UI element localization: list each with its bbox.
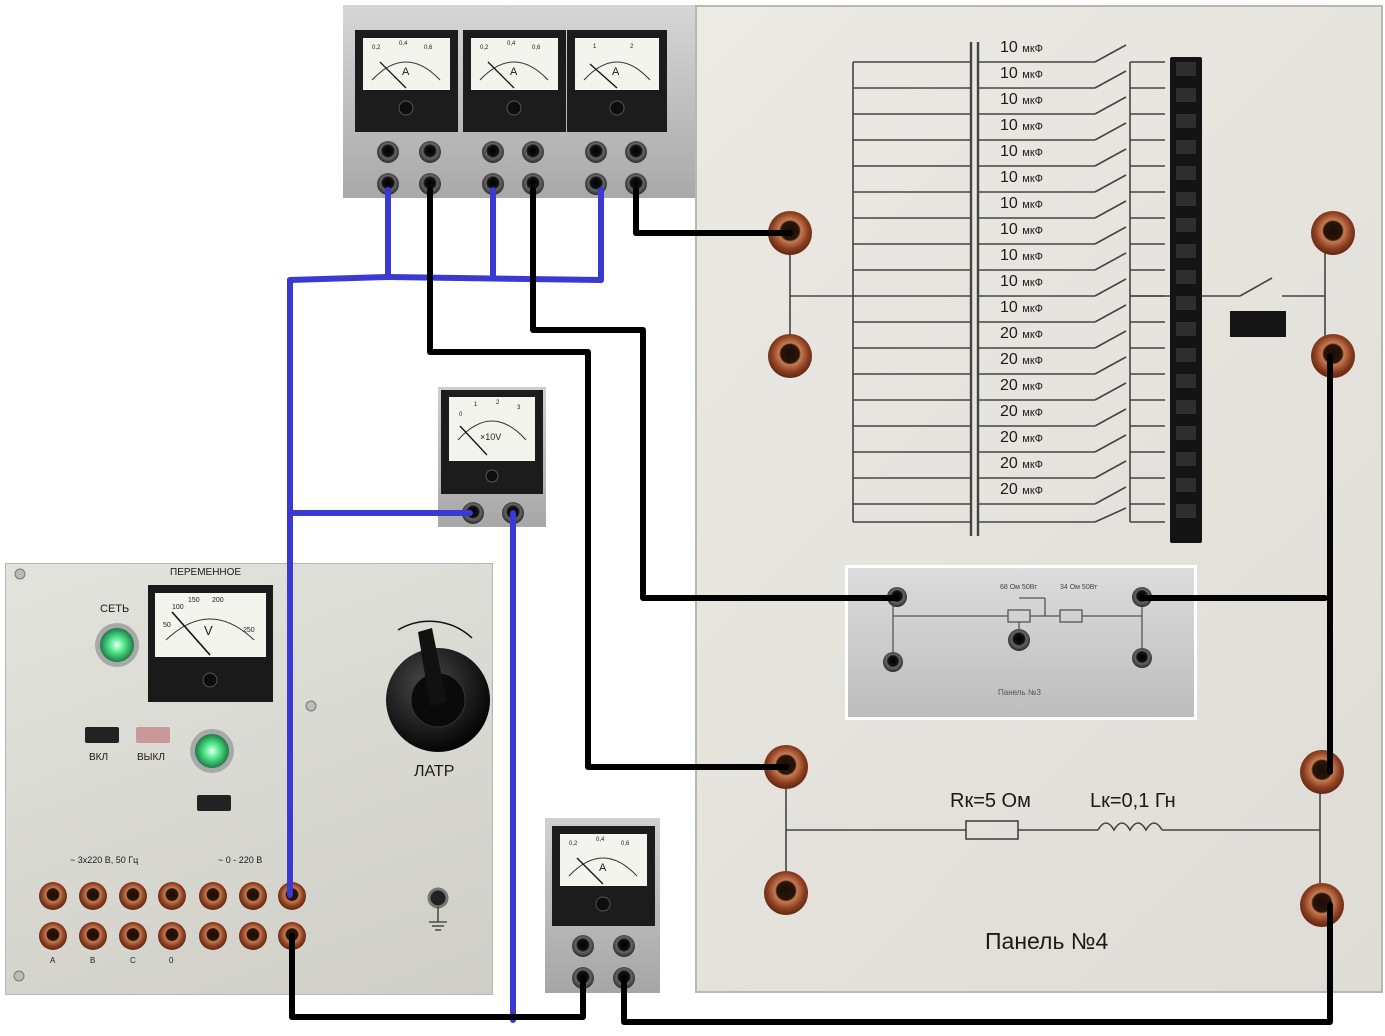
voltmeter-scale-2: 2 xyxy=(496,400,500,406)
off-button-label: ВЫКЛ xyxy=(137,752,165,763)
capacitor-label: 10 мкФ xyxy=(1000,195,1043,212)
ammeter-1-unit: А xyxy=(402,66,410,78)
supply-scale-250: 250 xyxy=(243,627,255,634)
bottom-ammeter-unit: А xyxy=(599,862,607,874)
supply-voltmeter xyxy=(148,585,273,702)
capacitor-toggle-strip xyxy=(1170,57,1202,543)
network-lamp xyxy=(100,628,134,662)
ammeter-3-unit: А xyxy=(612,66,620,78)
inductor-lk-label: Lк=0,1 Гн xyxy=(1090,790,1176,812)
three-phase-label: ~ 3х220 В, 50 Гц xyxy=(70,855,139,865)
bottom-ammeter-scale-3: 0,6 xyxy=(621,841,630,847)
panel-4-title: Панель №4 xyxy=(985,928,1109,954)
ammeter-2-scale-2: 0,4 xyxy=(507,41,516,47)
resistor-34-label: 34 Ом 50Вт xyxy=(1060,584,1098,591)
on-button-shape xyxy=(85,727,119,743)
supply-scale-200: 200 xyxy=(212,597,224,604)
capacitor-label: 10 мкФ xyxy=(1000,247,1043,264)
phase-label-0: 0 xyxy=(169,956,174,965)
bottom-ammeter-scale-1: 0,2 xyxy=(569,841,578,847)
voltmeter-scale-3: 3 xyxy=(517,405,521,411)
capacitor-label: 20 мкФ xyxy=(1000,455,1043,472)
blue-wires xyxy=(287,187,604,1023)
capacitor-label: 20 мкФ xyxy=(1000,429,1043,446)
supply-scale-50: 50 xyxy=(163,622,171,629)
main-switch-toggle xyxy=(1230,311,1286,337)
capacitor-label: 20 мкФ xyxy=(1000,377,1043,394)
panel-3-label: Панель №3 xyxy=(998,688,1041,697)
ground-terminal xyxy=(427,887,449,931)
bottom-ammeter-gauge xyxy=(552,826,655,926)
resistor-schematic xyxy=(892,597,1143,660)
resistor-rk-label: Rк=5 Ом xyxy=(950,790,1031,812)
capacitor-label: 10 мкФ xyxy=(1000,65,1043,82)
ammeter-3-scale-2: 2 xyxy=(630,44,634,50)
black-wires xyxy=(289,187,1333,1025)
latr-knob xyxy=(386,620,490,752)
main-panel xyxy=(695,5,1383,993)
voltmeter-gauge xyxy=(441,390,543,494)
capacitor-label: 20 мкФ xyxy=(1000,403,1043,420)
voltmeter-multiplier: ×10V xyxy=(480,432,502,442)
ammeter-1-scale-3: 0,6 xyxy=(424,45,433,51)
capacitor-label: 20 мкФ xyxy=(1000,481,1043,498)
capacitor-label: 10 мкФ xyxy=(1000,143,1043,160)
network-label: СЕТЬ xyxy=(100,603,130,615)
top-ammeter-2 xyxy=(463,30,566,132)
output-lamp xyxy=(195,734,229,768)
supply-scale-150: 150 xyxy=(188,597,200,604)
supply-sockets xyxy=(39,882,306,950)
capacitor-label: 10 мкФ xyxy=(1000,221,1043,238)
ammeter-1-scale-1: 0,2 xyxy=(372,45,381,51)
phase-label-b: B xyxy=(90,956,96,965)
phase-label-a: A xyxy=(50,956,56,965)
main-panel-terminals xyxy=(764,211,1355,927)
capacitor-label: 20 мкФ xyxy=(1000,351,1043,368)
rl-schematic xyxy=(785,770,1321,893)
top-ammeter-3 xyxy=(567,30,667,132)
capacitor-label: 10 мкФ xyxy=(1000,91,1043,108)
capacitor-label: 10 мкФ xyxy=(1000,39,1043,56)
ammeter-2-unit: А xyxy=(510,66,518,78)
meter-title-label: ПЕРЕМЕННОЕ xyxy=(170,567,242,578)
capacitor-label: 10 мкФ xyxy=(1000,169,1043,186)
supply-scale-100: 100 xyxy=(172,604,184,611)
voltmeter-scale-0: 0 xyxy=(459,412,463,418)
supply-meter-unit: V xyxy=(204,623,213,638)
bottom-ammeter-scale-2: 0,4 xyxy=(596,837,605,843)
off-button-shape xyxy=(136,727,170,743)
capacitor-label: 10 мкФ xyxy=(1000,299,1043,316)
capacitor-label: 20 мкФ xyxy=(1000,325,1043,342)
indicator-slot xyxy=(197,795,231,811)
capacitor-label: 10 мкФ xyxy=(1000,273,1043,290)
variable-voltage-label: ~ 0 - 220 В xyxy=(218,855,263,865)
top-ammeter-1 xyxy=(355,30,458,132)
phase-label-c: C xyxy=(130,956,136,965)
ammeter-2-scale-3: 0,6 xyxy=(532,45,541,51)
resistor-68-label: 68 Ом 50Вт xyxy=(1000,584,1038,591)
ammeter-3-scale-1: 1 xyxy=(593,44,597,50)
voltmeter-scale-1: 1 xyxy=(474,402,478,408)
on-button-label: ВКЛ xyxy=(89,752,109,763)
capacitor-label: 10 мкФ xyxy=(1000,117,1043,134)
capacitor-bank-schematic xyxy=(789,42,1326,536)
ammeter-1-scale-2: 0,4 xyxy=(399,41,408,47)
latr-label: ЛАТР xyxy=(414,763,455,780)
ammeter-2-scale-1: 0,2 xyxy=(480,45,489,51)
